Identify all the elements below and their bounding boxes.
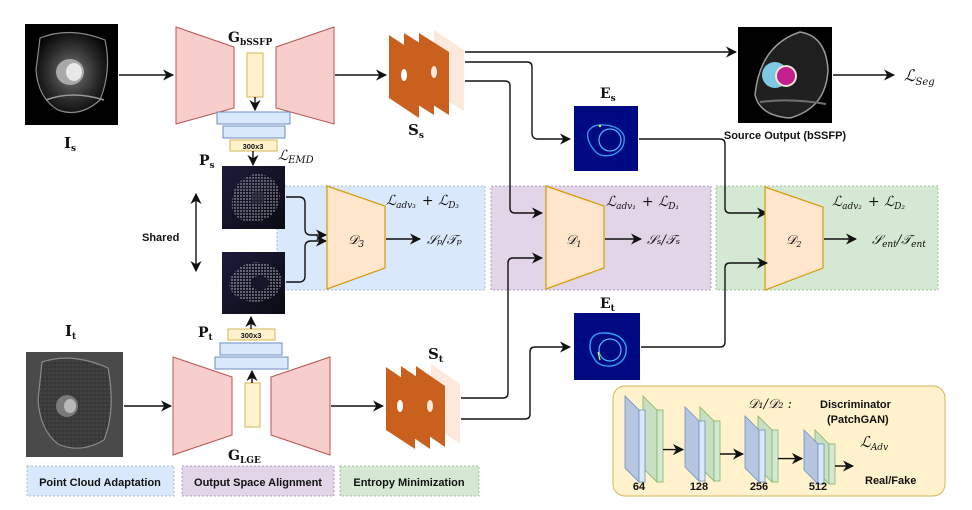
target-pc-decoder-layer-1 — [214, 356, 289, 370]
patchgan-title: Discriminator — [820, 399, 892, 411]
target-image-label: It — [65, 322, 77, 342]
patchgan-layer — [744, 415, 779, 483]
patchgan-title-math: 𝒟₁/𝒟₂ : — [748, 397, 792, 412]
target-entropy-label: Et — [600, 296, 616, 314]
source-image-label: Is — [64, 134, 76, 154]
target-bottleneck — [244, 382, 261, 428]
target-pc-decoder-layer-2 — [219, 342, 283, 356]
svg-text:Output Space Alignment: Output Space Alignment — [194, 477, 322, 489]
source-pc-decoder-layer-2 — [222, 125, 286, 139]
patchgan-layer-label: 512 — [809, 481, 827, 493]
legend-entropy-minimization: Entropy Minimization — [339, 465, 480, 497]
arrow-target-pc-to-d3 — [286, 235, 328, 283]
source-entropy-label: Es — [600, 86, 616, 104]
source-mri-image — [25, 24, 118, 125]
target-point-cloud — [222, 252, 285, 314]
shared-label: Shared — [142, 232, 179, 244]
discriminator-d1 — [545, 185, 605, 290]
source-seg-label: Ss — [408, 121, 424, 141]
real-fake-label: Real/Fake — [865, 475, 916, 487]
source-bottleneck — [246, 52, 264, 98]
adversarial-loss-label: ℒAdv — [860, 433, 888, 453]
target-seg-label: St — [428, 345, 444, 365]
d3-loss-label: ℒadv₃+ ℒD₃ — [386, 193, 459, 211]
arrow-target-entropy-to-d2 — [641, 257, 769, 348]
target-segmentation-stack — [386, 364, 460, 449]
arrow-seg-to-source-entropy — [465, 61, 572, 145]
source-generator-label: GbSSFP — [228, 30, 272, 48]
source-point-cloud — [222, 166, 285, 229]
legend-point-cloud-adaptation: Point Cloud Adaptation — [26, 465, 175, 497]
svg-text:Point Cloud Adaptation: Point Cloud Adaptation — [39, 477, 161, 489]
target-entropy-map — [574, 313, 640, 380]
d1-loss-label: ℒadv₁+ ℒD₁ — [606, 194, 679, 212]
target-mri-image — [26, 352, 123, 457]
source-output-image — [738, 27, 832, 123]
source-pc-label: Ps — [199, 153, 215, 171]
arrow-seg-to-d1 — [465, 80, 544, 219]
source-pc-decoder-layer-1 — [216, 111, 291, 125]
target-generator-label: GLGE — [228, 448, 261, 466]
patchgan-layer — [684, 406, 721, 482]
legend-output-space-alignment: Output Space Alignment — [181, 465, 335, 497]
arrow-source-entropy-to-d2 — [639, 138, 769, 219]
svg-text:Entropy Minimization: Entropy Minimization — [353, 477, 465, 489]
source-segmentation-stack — [389, 30, 464, 118]
patchgan-layer-label: 128 — [690, 481, 708, 493]
patchgan-layer-label: 64 — [633, 481, 646, 493]
d2-label: 𝒟2 — [786, 233, 801, 249]
patchgan-layer — [624, 395, 664, 483]
source-pc-size-label: 300x3 — [243, 142, 264, 151]
d2-loss-label: ℒadv₂+ ℒD₂ — [832, 194, 905, 212]
source-entropy-map — [574, 106, 638, 171]
d3-output-label: 𝒮ₚ/𝒯ₚ — [427, 233, 462, 248]
emd-loss-label: ℒEMD — [278, 148, 314, 166]
d1-output-label: 𝒮ₛ/𝒯ₛ — [647, 233, 680, 248]
patchgan-subtitle: (PatchGAN) — [827, 414, 889, 426]
source-generator: 300x3 — [175, 26, 335, 167]
patchgan-layer — [803, 429, 836, 485]
target-pc-label: Pt — [198, 325, 214, 343]
target-generator: 300x3 — [172, 315, 331, 456]
entropy-minimization-region — [715, 185, 939, 291]
discriminator-d2 — [764, 186, 824, 291]
arrow-source-pc-to-d3 — [286, 196, 328, 241]
source-output-caption: Source Output (bSSFP) — [724, 130, 847, 142]
d3-label: 𝒟3 — [348, 233, 364, 250]
d1-label: 𝒟1 — [566, 233, 581, 249]
arrow-target-seg-to-d1 — [461, 252, 544, 399]
arrow-target-seg-to-target-entropy — [461, 341, 572, 420]
target-pc-size-label: 300x3 — [241, 331, 262, 340]
segmentation-loss-label: ℒSeg — [904, 66, 935, 88]
patchgan-layer-label: 256 — [750, 481, 768, 493]
patchgan-layers: 64 128 256 512 — [624, 395, 855, 493]
discriminator-d3 — [326, 185, 386, 290]
